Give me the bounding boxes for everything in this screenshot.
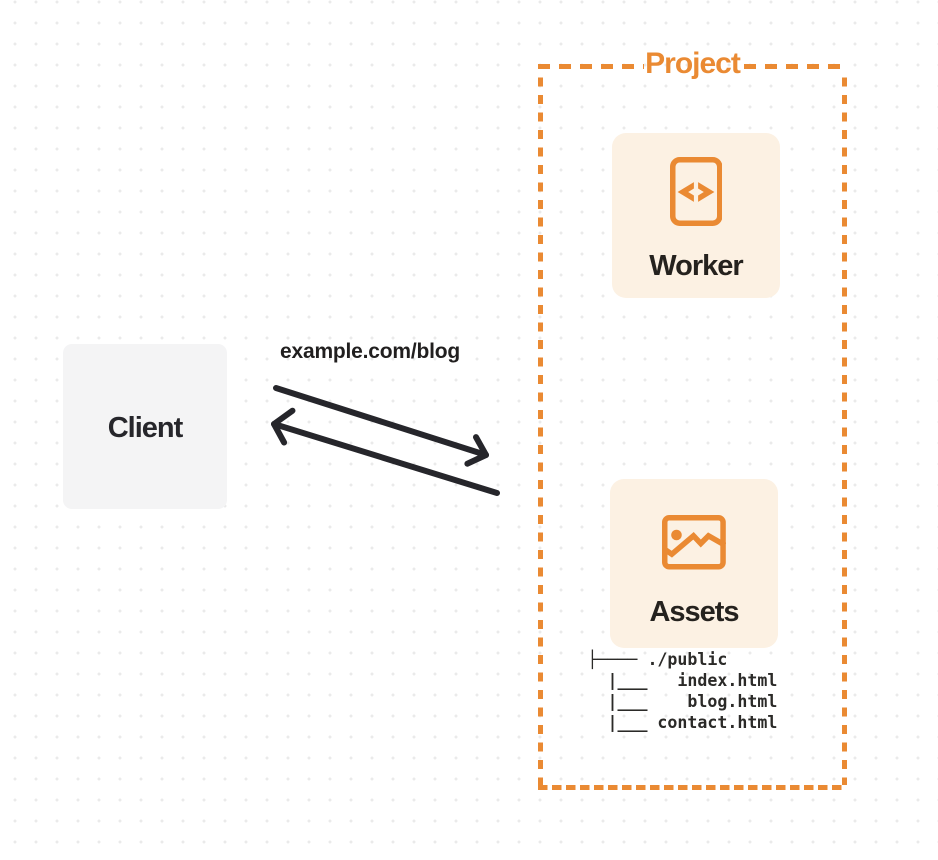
project-border-left [538,69,543,785]
connection-label: example.com/blog [280,340,461,363]
response-arrow [271,407,500,496]
tree-line-contact: |___ contact.html [587,713,778,733]
request-arrow [273,385,489,467]
project-group-label: Project [645,46,741,80]
project-border-top-left [538,64,644,69]
tree-line-index: |___ index.html [587,671,778,691]
tree-line-blog: |___ blog.html [587,692,778,712]
code-file-icon [670,157,723,231]
project-border-bottom [538,785,846,790]
tree-line-public: ├──── ./public [587,650,728,670]
project-border-top-right [744,64,847,69]
client-label: Client [107,411,184,444]
image-icon [660,515,727,575]
assets-node[interactable]: Assets [610,479,778,648]
assets-label: Assets [649,596,739,628]
client-node[interactable]: Client [63,344,227,509]
worker-label: Worker [649,250,743,282]
worker-node[interactable]: Worker [612,133,780,298]
project-border-right [841,69,847,785]
assets-file-tree: ├──── ./public |___ index.html |___ blog… [588,649,778,733]
